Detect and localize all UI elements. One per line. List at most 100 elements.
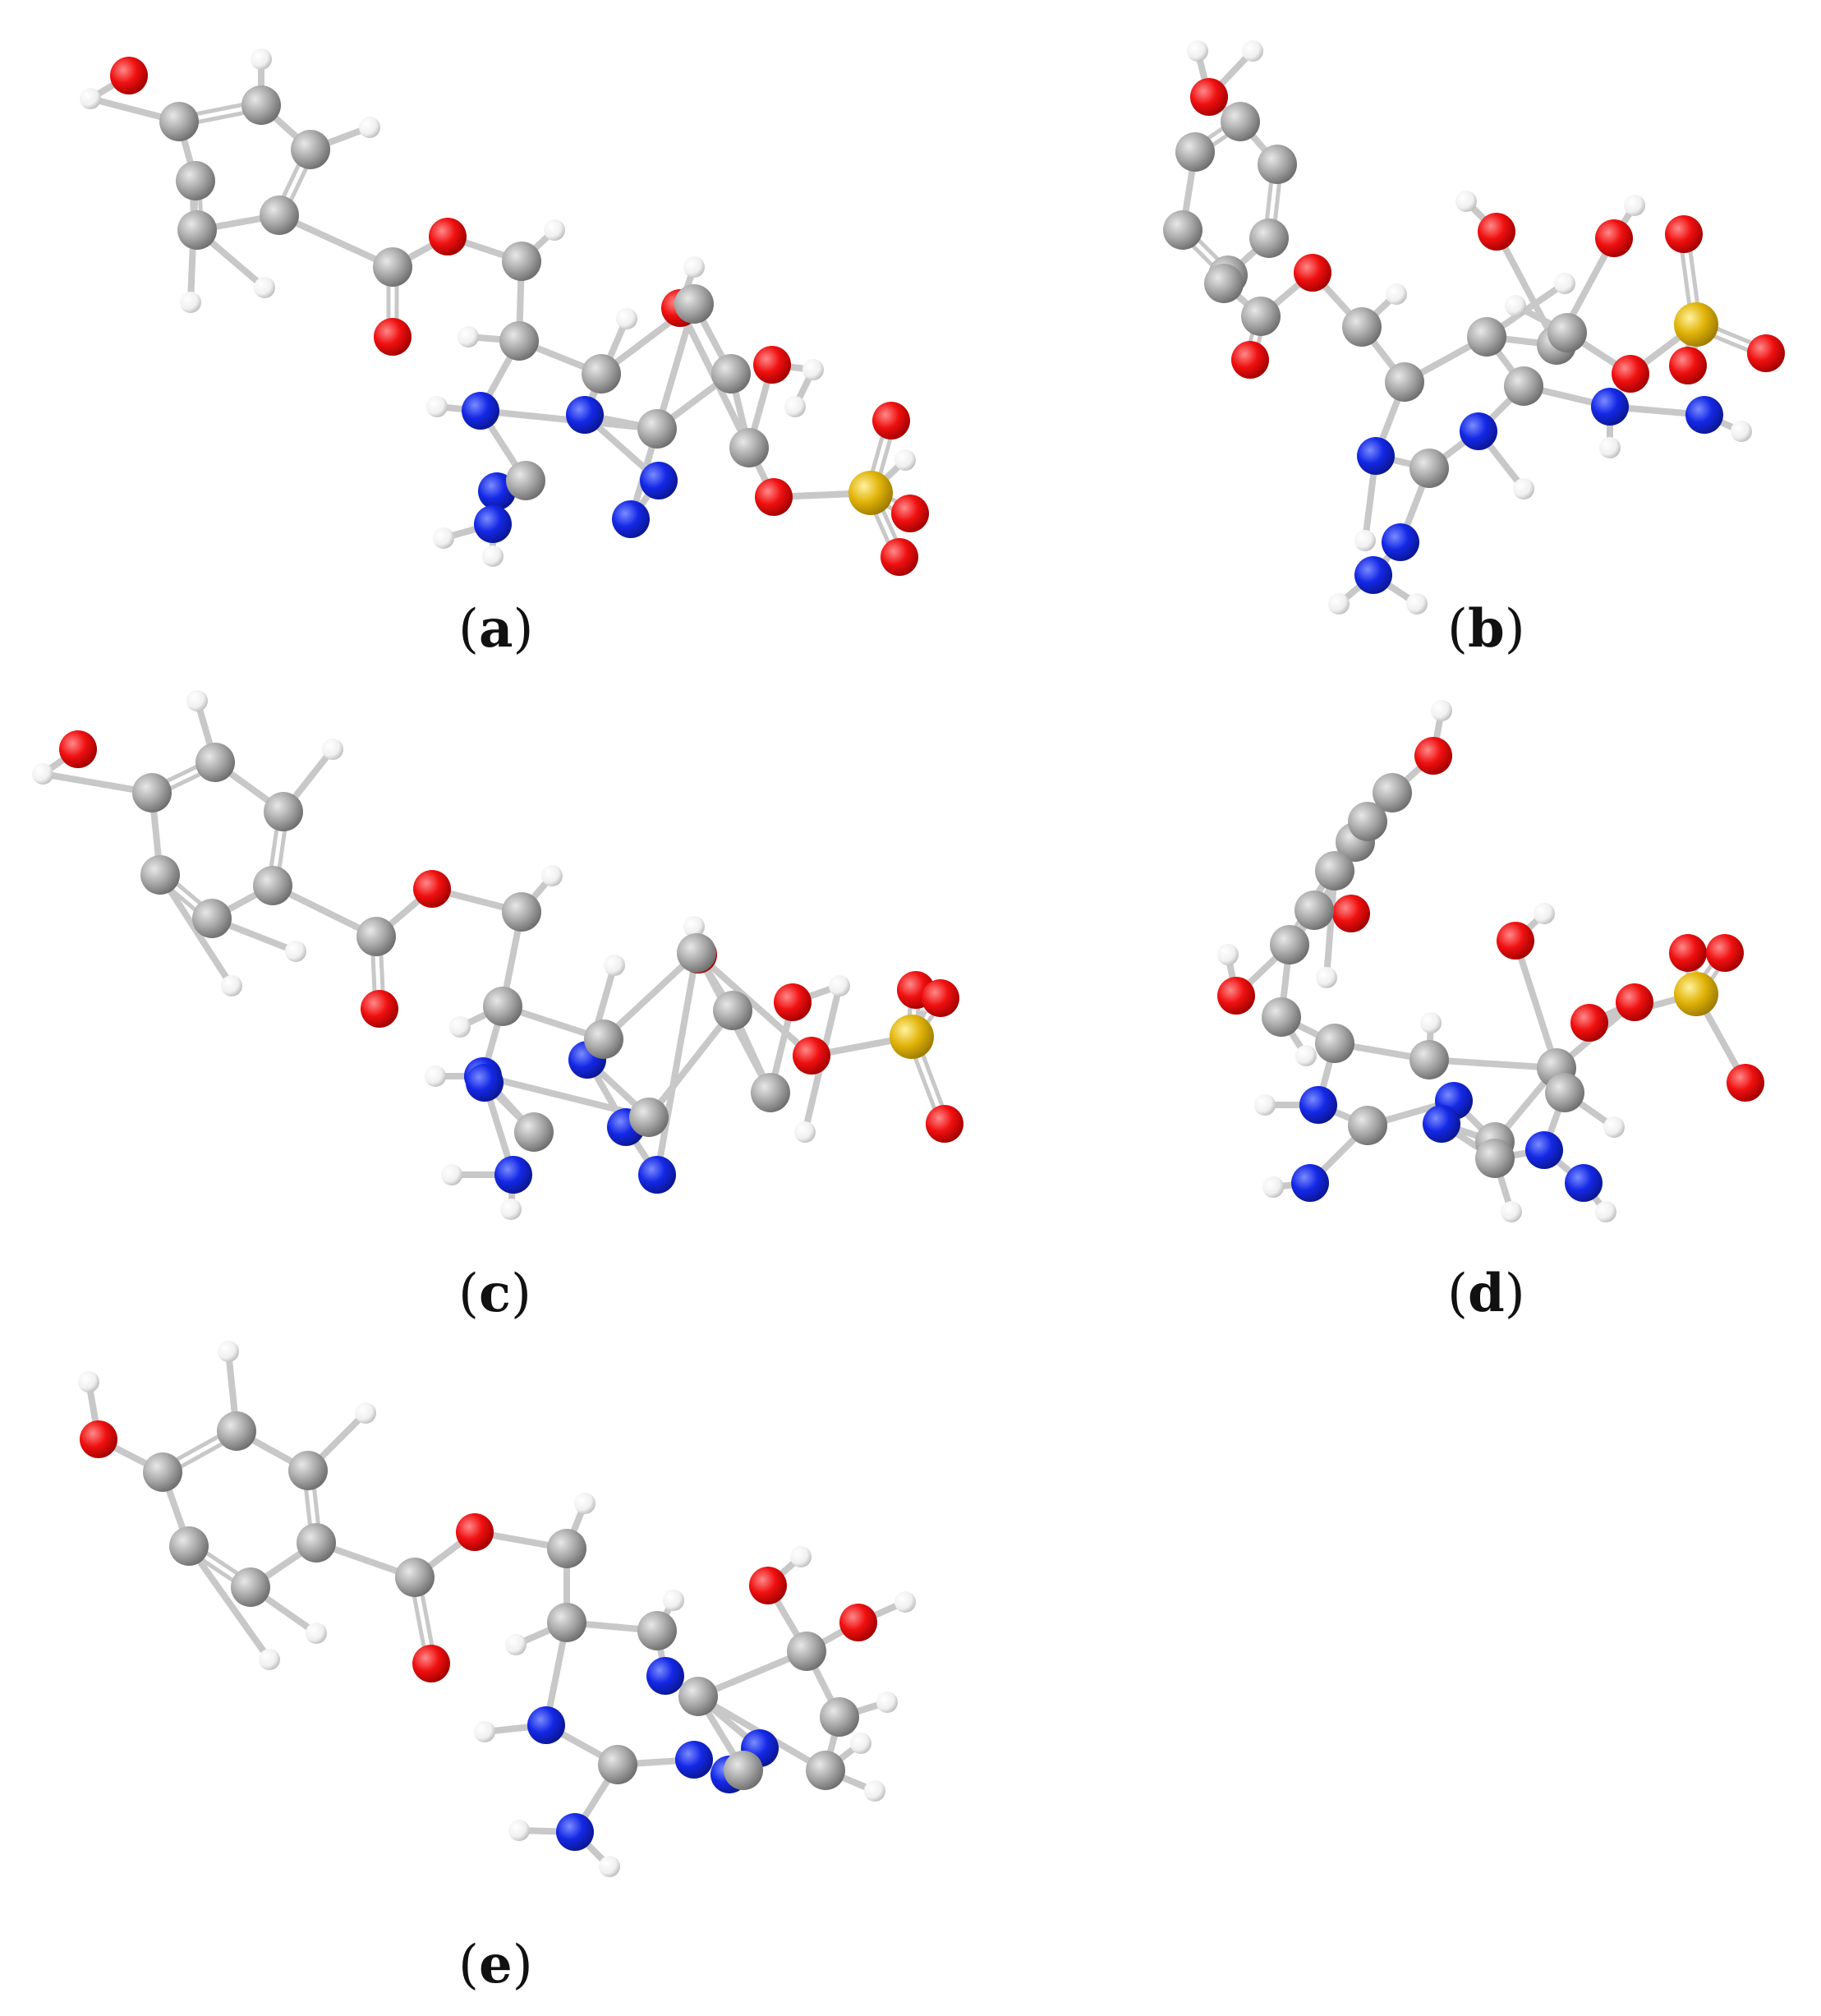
carbon-atom	[713, 991, 752, 1030]
carbon-atom	[502, 892, 541, 932]
carbon-atom	[231, 1567, 270, 1607]
hydrogen-atom	[306, 1622, 327, 1644]
nitrogen-atom	[494, 1156, 532, 1194]
carbon-atom	[1409, 1040, 1449, 1079]
hydrogen-atom	[359, 117, 380, 138]
hydrogen-atom	[1354, 530, 1376, 551]
carbon-atom	[1547, 313, 1587, 352]
oxygen-atom	[881, 538, 918, 576]
carbon-atom	[637, 1611, 677, 1650]
bond	[654, 950, 700, 1178]
carbon-atom	[192, 899, 232, 938]
nitrogen-atom	[566, 396, 604, 434]
panel-letter-a: a	[478, 598, 513, 660]
sulfur-atom	[848, 471, 893, 515]
hydrogen-atom	[218, 1341, 239, 1362]
carbon-atom	[1221, 102, 1260, 141]
hydrogen-atom	[180, 292, 201, 313]
bond	[276, 212, 396, 270]
oxygen-atom	[1570, 1004, 1608, 1042]
oxygen-atom	[1497, 922, 1534, 960]
panel-label-e: (e)	[458, 1934, 533, 1995]
carbon-atom	[547, 1603, 586, 1642]
panel-letter-e: e	[478, 1934, 513, 1995]
carbon-atom	[678, 1677, 718, 1716]
hydrogen-atom	[1455, 191, 1477, 212]
carbon-atom	[1163, 210, 1203, 250]
carbon-atom	[724, 1751, 763, 1790]
carbon-atom	[629, 1098, 669, 1137]
carbon-atom	[1385, 362, 1424, 402]
hydrogen-atom	[1217, 944, 1239, 965]
panel-label-b: (b)	[1447, 598, 1525, 660]
nitrogen-atom	[1525, 1131, 1563, 1169]
nitrogen-atom	[556, 1813, 594, 1851]
nitrogen-atom	[1291, 1164, 1329, 1202]
oxygen-atom	[59, 730, 97, 768]
oxygen-atom	[1294, 254, 1331, 292]
oxygen-atom	[839, 1604, 877, 1641]
carbon-atom	[1348, 1106, 1387, 1145]
nitrogen-atom	[1382, 523, 1419, 561]
nitrogen-atom	[462, 392, 499, 430]
carbon-atom	[1475, 1139, 1515, 1178]
carbon-atom	[806, 1751, 845, 1790]
nitrogen-atom	[646, 1657, 684, 1695]
nitrogen-atom	[1460, 412, 1497, 450]
nitrogen-atom	[1299, 1086, 1337, 1124]
hydrogen-atom	[1505, 295, 1526, 316]
oxygen-atom	[456, 1513, 494, 1551]
carbon-atom	[584, 1020, 623, 1059]
hydrogen-atom	[186, 690, 208, 711]
carbon-atom	[176, 161, 215, 200]
oxygen-atom	[374, 318, 412, 356]
nitrogen-atom	[1354, 556, 1392, 594]
oxygen-atom	[891, 495, 929, 532]
carbon-atom	[1241, 297, 1281, 336]
hydrogen-atom	[508, 1820, 530, 1841]
hydrogen-atom	[663, 1590, 684, 1611]
carbon-atom	[356, 917, 396, 956]
bond	[677, 305, 777, 500]
hydrogen-atom	[1554, 273, 1575, 294]
nitrogen-atom	[638, 1156, 676, 1194]
oxygen-atom	[749, 1567, 787, 1604]
oxygen-atom	[1231, 341, 1269, 379]
oxygen-atom	[1747, 334, 1785, 372]
carbon-atom	[1342, 307, 1382, 347]
bond	[157, 872, 235, 989]
hydrogen-atom	[1731, 421, 1752, 442]
nitrogen-atom	[1565, 1164, 1603, 1202]
hydrogen-atom	[1386, 283, 1407, 305]
carbon-atom	[1294, 891, 1334, 930]
carbon-atom	[253, 866, 292, 905]
carbon-atom	[264, 792, 303, 831]
oxygen-atom	[361, 990, 398, 1028]
hydrogen-atom	[864, 1780, 885, 1802]
hydrogen-atom	[449, 1016, 471, 1038]
carbon-atom	[506, 461, 545, 500]
hydrogen-atom	[32, 763, 53, 785]
carbon-atom	[499, 321, 539, 361]
hydrogen-atom	[1420, 1012, 1442, 1033]
carbon-atom	[1373, 773, 1412, 812]
oxygen-atom	[1332, 895, 1370, 932]
hydrogen-atom	[894, 449, 916, 471]
hydrogen-atom	[505, 1634, 527, 1655]
bond	[600, 950, 700, 1043]
hydrogen-atom	[482, 545, 504, 567]
carbon-atom	[820, 1697, 859, 1737]
carbon-atom	[729, 428, 769, 467]
oxygen-atom	[753, 346, 791, 384]
hydrogen-atom	[1406, 593, 1428, 614]
oxygen-atom	[1190, 78, 1228, 116]
hydrogen-atom	[541, 865, 563, 886]
molecule-d	[1217, 700, 1764, 1222]
sulfur-atom	[890, 1015, 934, 1059]
carbon-atom	[143, 1452, 182, 1492]
hydrogen-atom	[1187, 40, 1208, 62]
hydrogen-atom	[599, 1856, 620, 1877]
hydrogen-atom	[1431, 700, 1452, 721]
oxygen-atom	[872, 402, 910, 440]
carbon-atom	[637, 409, 677, 449]
